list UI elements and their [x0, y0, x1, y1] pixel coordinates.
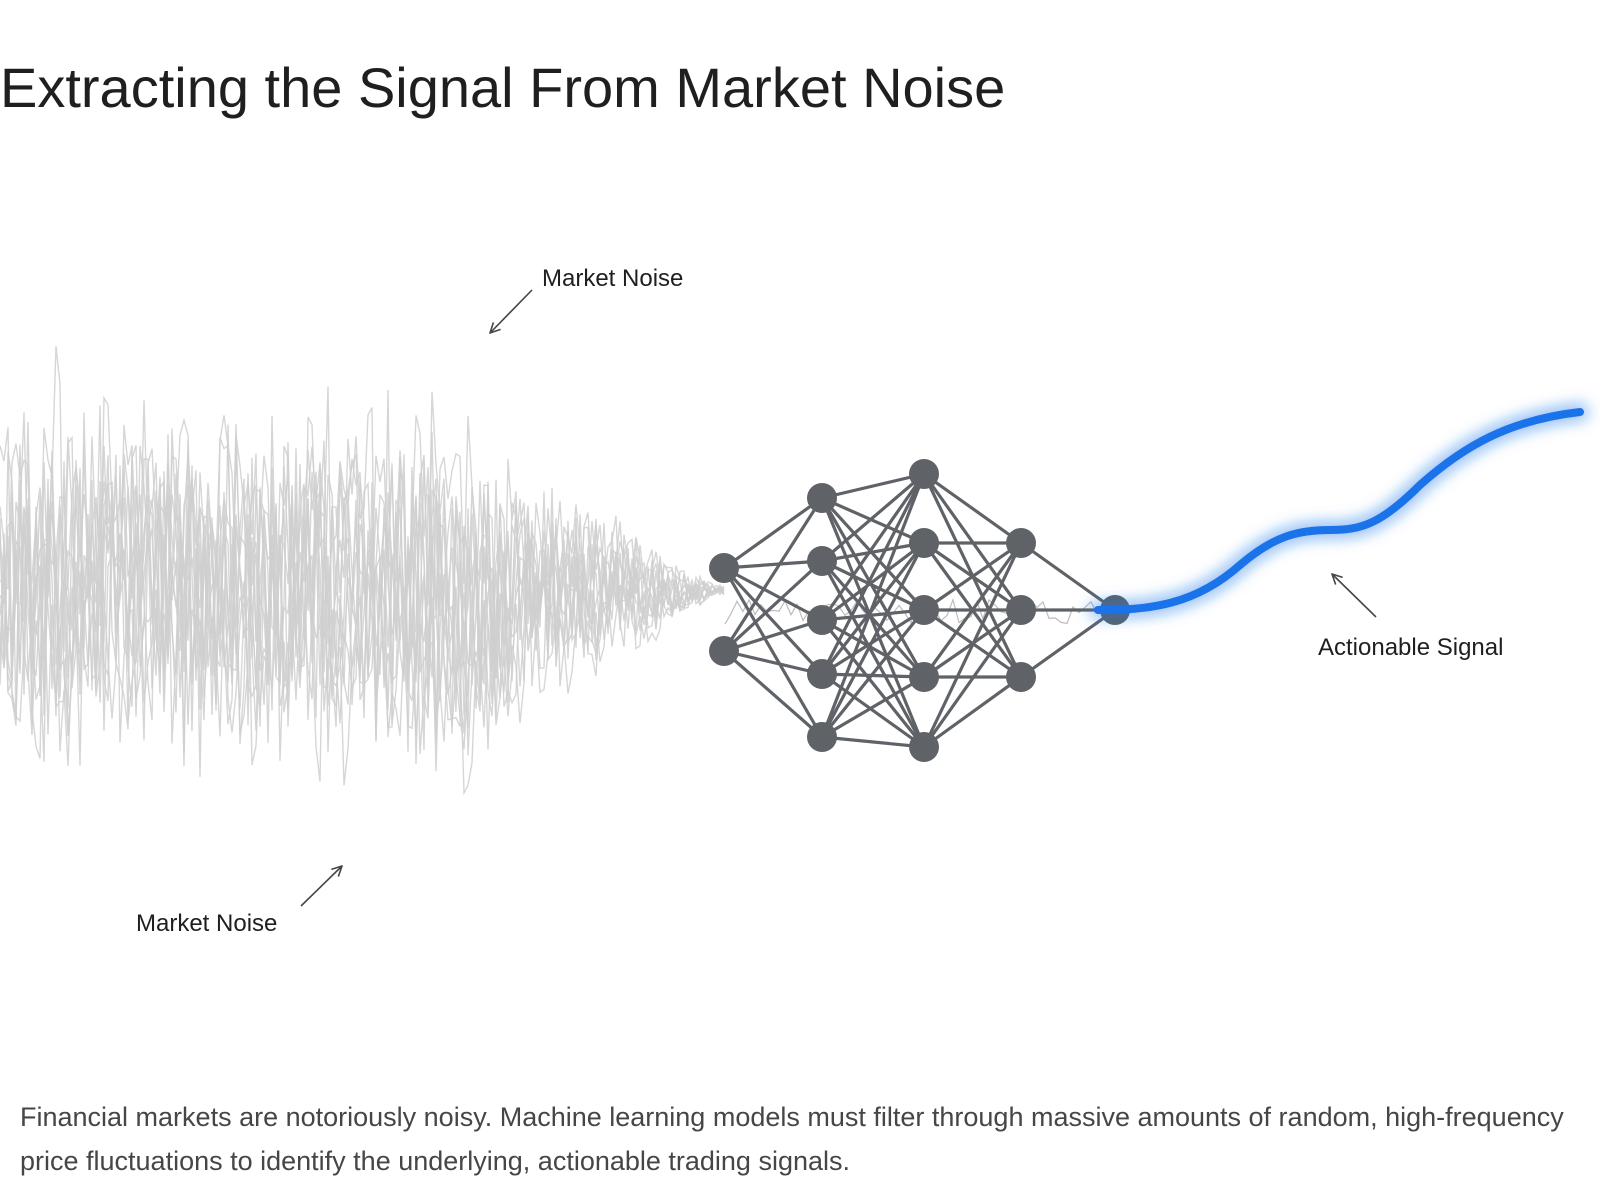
network-node: [709, 553, 739, 583]
network-edge: [722, 559, 824, 653]
network-node: [709, 636, 739, 666]
network-edge: [1020, 608, 1116, 679]
network-edge: [820, 473, 926, 621]
network-node: [1006, 662, 1036, 692]
neural-network-edges: [722, 472, 1116, 749]
diagram-caption: Financial markets are notoriously noisy.…: [20, 1102, 1564, 1176]
network-edge: [821, 559, 925, 612]
network-edge: [821, 472, 925, 500]
network-edge: [820, 472, 926, 563]
market-noise-traces: [0, 346, 1098, 796]
noise-trace: [0, 391, 725, 786]
network-edge: [820, 497, 926, 678]
network-edge: [820, 497, 926, 748]
network-node: [807, 605, 837, 635]
network-edge: [722, 566, 824, 676]
network-node: [909, 595, 939, 625]
network-node: [1006, 528, 1036, 558]
network-edge: [922, 609, 1023, 748]
network-edge: [922, 542, 1023, 748]
arrow-icon: [300, 866, 342, 907]
network-edge: [923, 675, 1022, 749]
network-node: [807, 546, 837, 576]
market-noise-label-bottom: Market Noise: [136, 910, 277, 937]
network-node: [807, 483, 837, 513]
network-edge: [723, 649, 823, 676]
network-edge: [821, 496, 925, 545]
network-edge: [820, 542, 926, 738]
network-node: [807, 722, 837, 752]
network-edge: [723, 559, 823, 570]
network-edge: [820, 559, 926, 679]
network-edge: [723, 566, 823, 622]
network-edge: [722, 497, 824, 652]
network-edge: [923, 472, 1022, 545]
network-edge: [723, 618, 823, 653]
network-edge: [923, 541, 1022, 612]
arrow-icon: [1332, 574, 1377, 618]
network-node: [1006, 595, 1036, 625]
network-edge: [821, 735, 925, 749]
network-node: [909, 732, 939, 762]
noise-trace: [0, 421, 725, 782]
noise-trace: [0, 415, 725, 721]
network-edge: [821, 672, 925, 749]
network-edge: [820, 473, 926, 675]
network-edge: [722, 649, 824, 739]
network-edge: [821, 541, 925, 563]
arrow-icon: [490, 289, 533, 333]
actionable-signal-label: Actionable Signal: [1318, 634, 1503, 661]
network-edge: [820, 608, 926, 739]
network-edge: [1020, 541, 1116, 612]
network-edge: [821, 675, 925, 739]
network-node: [909, 459, 939, 489]
network-edge: [820, 560, 926, 748]
page-title: Extracting the Signal From Market Noise: [0, 56, 1006, 119]
network-edge: [821, 618, 925, 679]
network-edge: [820, 473, 926, 738]
network-edge: [820, 496, 926, 612]
network-edge: [922, 542, 1023, 678]
network-node: [909, 662, 939, 692]
network-node: [909, 528, 939, 558]
network-edge: [722, 567, 824, 738]
network-edge: [821, 541, 925, 622]
market-noise-label-top: Market Noise: [542, 265, 683, 292]
actionable-signal-curve: [1089, 403, 1589, 619]
network-edge: [821, 608, 925, 622]
network-edge: [723, 496, 823, 570]
network-node: [807, 659, 837, 689]
